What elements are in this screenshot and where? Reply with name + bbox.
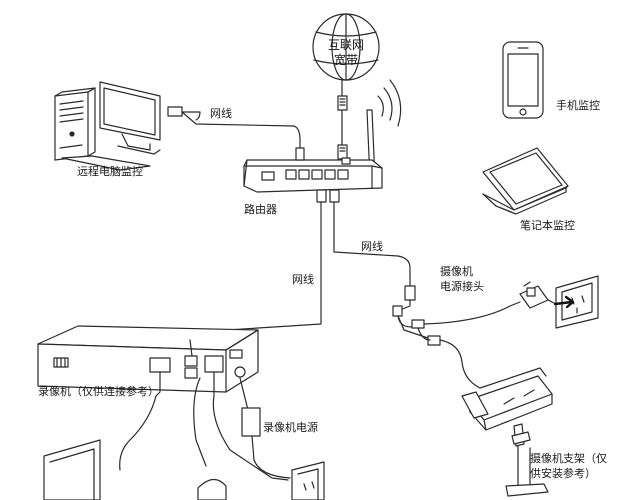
- camera-power-label-line2: 电源接头: [440, 280, 484, 293]
- smartphone-icon: [502, 41, 544, 119]
- camera-connectors: [392, 285, 521, 389]
- router-label: 路由器: [244, 203, 277, 216]
- wall-outlet-icon: [555, 275, 599, 329]
- dvr-cables: [119, 339, 291, 481]
- camera-power-label-line1: 摄像机: [440, 265, 473, 278]
- wall-outlet-bottom-icon: [291, 461, 325, 500]
- arrow-head-icon: [564, 295, 575, 309]
- dvr-icon: [37, 325, 259, 393]
- pc-cable: [167, 106, 301, 149]
- bracket-label-line2: 供安装参考）: [530, 467, 596, 480]
- wifi-icon: [377, 79, 402, 127]
- bracket-label-line1: 摄像机支架（仅: [530, 452, 607, 465]
- internet-label-line2: 宽带: [333, 53, 358, 67]
- internet-label-line1: 互联网: [327, 38, 364, 52]
- dvr-label: 录像机（仅供连接参考）: [38, 385, 159, 398]
- bullet-camera-icon: [461, 367, 553, 497]
- cable-top-label: 网线: [210, 107, 232, 120]
- internet-label: 互联网 宽带: [324, 38, 368, 68]
- arrow-icon: [553, 300, 574, 306]
- remote-pc-label: 远程电脑监控: [77, 165, 143, 178]
- cable-mid-label: 网线: [292, 273, 314, 286]
- laptop-label: 笔记本监控: [520, 219, 575, 232]
- internet-cable: [337, 79, 348, 160]
- mouse-icon: [197, 478, 227, 500]
- cable-right-label: 网线: [361, 240, 383, 253]
- laptop-icon: [482, 147, 569, 215]
- dvr-power-label: 录像机电源: [263, 421, 318, 434]
- power-adapter-icon: [519, 281, 561, 309]
- globe-icon: [312, 13, 380, 81]
- phone-label: 手机监控: [556, 99, 600, 112]
- router-icon: [243, 159, 383, 193]
- monitor-icon: [43, 439, 101, 500]
- router-down-cables: [189, 189, 411, 341]
- desktop-computer-icon: [54, 81, 161, 171]
